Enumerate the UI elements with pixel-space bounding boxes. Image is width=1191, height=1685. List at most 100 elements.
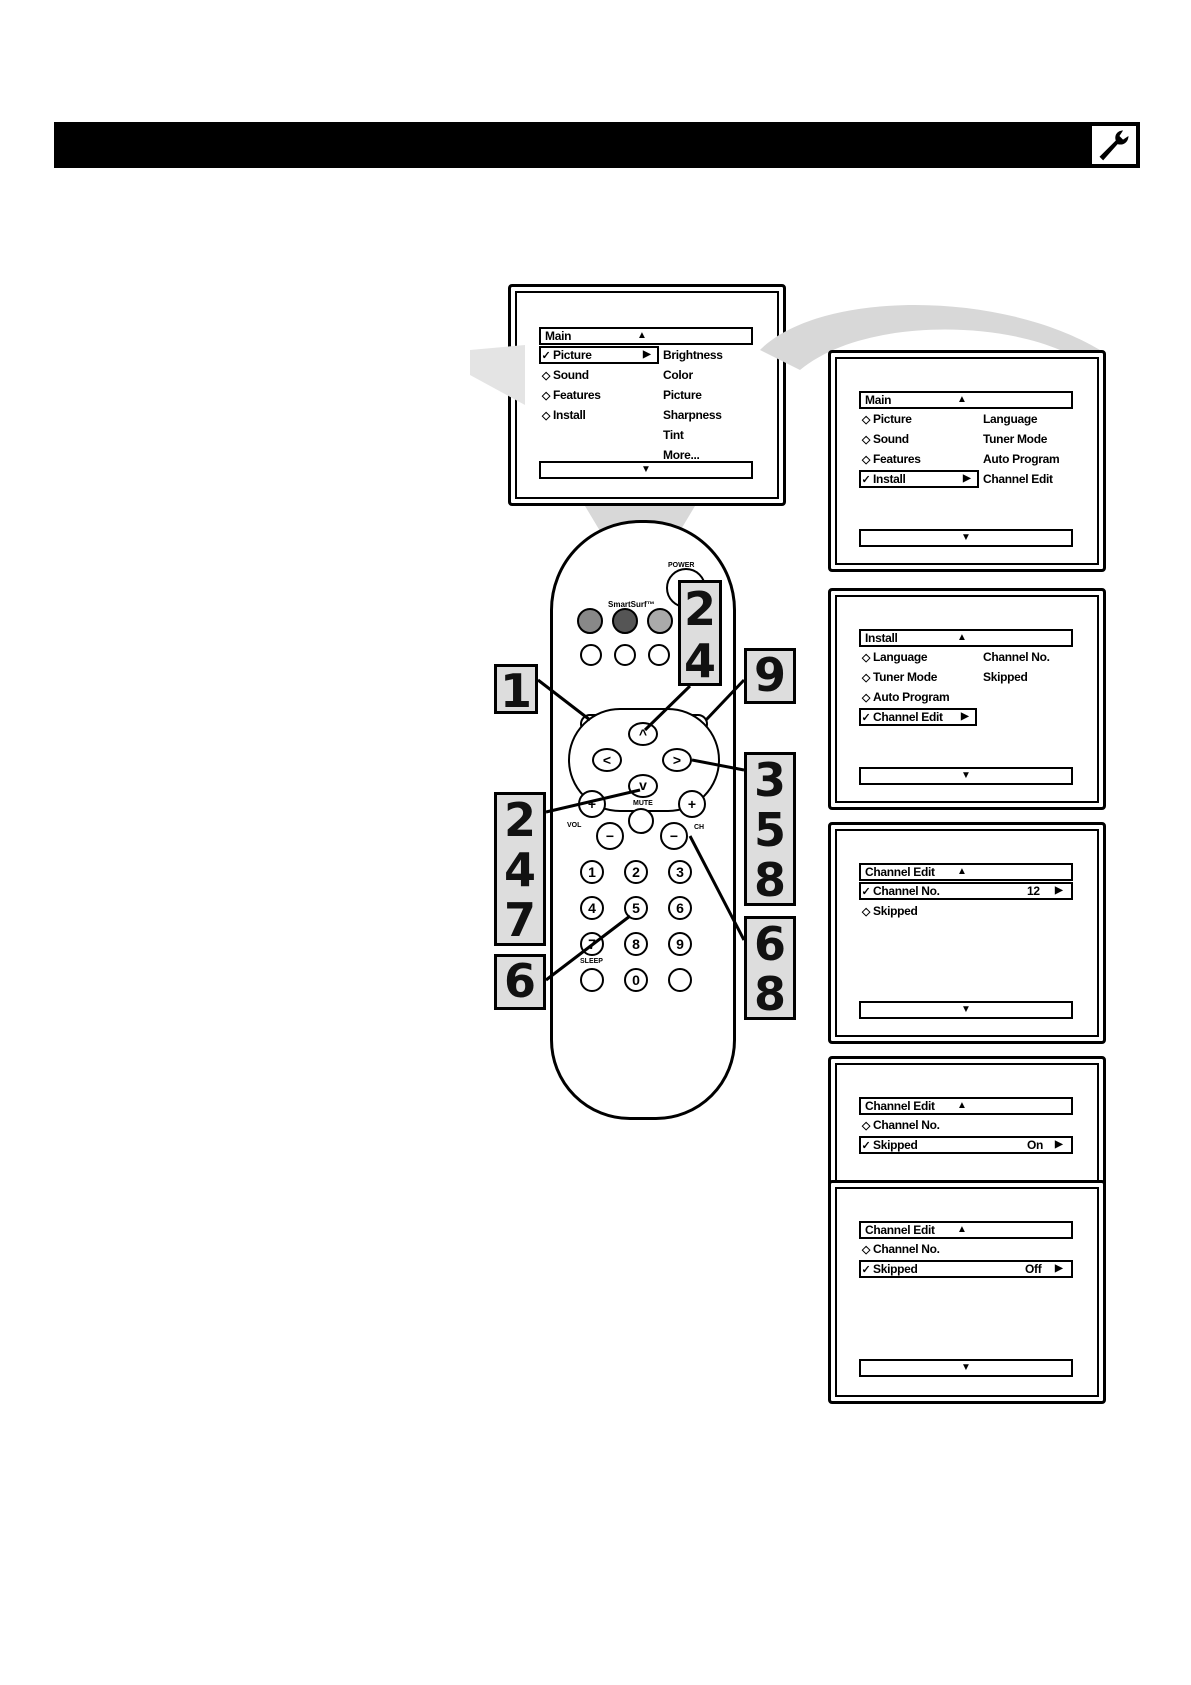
menu-item-tuner-mode[interactable]: ◇Tuner Mode Skipped	[859, 667, 1075, 687]
menu-title: Channel Edit	[865, 1099, 935, 1113]
diamond-icon: ◇	[861, 692, 871, 704]
right-arrow-icon: ▶	[963, 473, 971, 484]
up-arrow-icon: ▲	[637, 330, 647, 341]
diamond-icon: ◇	[861, 906, 871, 918]
submenu-item-tint: Tint	[663, 428, 684, 442]
digit-3-button[interactable]: 3	[668, 860, 692, 884]
digit-2-button[interactable]: 2	[624, 860, 648, 884]
sleep-label: SLEEP	[580, 958, 603, 965]
cursor-right-button[interactable]: >	[662, 748, 692, 772]
menu-item-install[interactable]: ◇Install Sharpness	[539, 405, 755, 425]
diamond-icon: ◇	[861, 454, 871, 466]
vol-label: VOL	[567, 822, 582, 829]
digit-8-button[interactable]: 8	[624, 932, 648, 956]
digit-1-button[interactable]: 1	[580, 860, 604, 884]
diamond-icon: ◇	[861, 652, 871, 664]
right-arrow-icon: ▶	[1055, 1139, 1063, 1150]
diamond-icon: ◇	[861, 434, 871, 446]
up-arrow-icon: ▲	[957, 394, 967, 405]
diamond-icon: ◇	[541, 410, 551, 422]
cursor-up-button[interactable]: ^	[628, 722, 658, 746]
digit-9-button[interactable]: 9	[668, 932, 692, 956]
smartsurf-label: SmartSurf™	[608, 600, 655, 609]
up-arrow-icon: ▲	[957, 1100, 967, 1111]
diamond-icon: ◇	[541, 370, 551, 382]
vol-down-button[interactable]: −	[596, 822, 624, 850]
sleep-button[interactable]	[580, 968, 604, 992]
diamond-icon: ◇	[541, 390, 551, 402]
ch-up-button[interactable]: +	[678, 790, 706, 818]
cursor-down-button[interactable]: v	[628, 774, 658, 798]
menu-item-channel-no[interactable]: ◇Channel No.	[859, 1239, 1075, 1259]
menu-item-language[interactable]: ◇Language Channel No.	[859, 647, 1075, 667]
digit-6-button[interactable]: 6	[668, 896, 692, 920]
right-arrow-icon: ▶	[1055, 885, 1063, 896]
power-label: POWER	[668, 562, 695, 569]
check-icon: ✓	[861, 886, 871, 898]
smartsurf-left-button[interactable]	[580, 644, 602, 666]
scroll-down-bar: ▼	[859, 767, 1073, 785]
smartsurf-mid-button[interactable]	[614, 644, 636, 666]
menu-title: Install	[865, 631, 898, 645]
digit-5-button[interactable]: 5	[624, 896, 648, 920]
osd-screen-skipped-off: Channel Edit ▲ ◇Channel No. ✓Skipped Off…	[828, 1180, 1106, 1404]
mute-button[interactable]	[628, 808, 654, 834]
mute-label: MUTE	[633, 800, 653, 807]
osd-screen-channel-edit-number: Channel Edit ▲ ✓Channel No. 12 ▶ ◇Skippe…	[828, 822, 1106, 1044]
menu-title-bar: Channel Edit ▲	[859, 863, 1073, 881]
menu-item-features[interactable]: ◇Features Auto Program	[859, 449, 1075, 469]
ah-button[interactable]	[668, 968, 692, 992]
scroll-down-bar: ▼	[859, 1359, 1073, 1377]
digit-0-button[interactable]: 0	[624, 968, 648, 992]
menu-item-skipped[interactable]: ✓Skipped Off ▶	[859, 1259, 1075, 1279]
scroll-down-bar: ▼	[859, 529, 1073, 547]
menu-title-bar: Channel Edit ▲	[859, 1221, 1073, 1239]
menu-item-skipped[interactable]: ✓Skipped On ▶	[859, 1135, 1075, 1155]
check-icon: ✓	[861, 1140, 871, 1152]
diamond-icon: ◇	[861, 1120, 871, 1132]
menu-item-features[interactable]: ◇Features Picture	[539, 385, 755, 405]
smartsurf-right-button[interactable]	[648, 644, 670, 666]
step-1: 1	[494, 664, 538, 715]
smartsurf-yellow-button[interactable]	[647, 608, 673, 634]
ch-label: CH	[694, 824, 705, 831]
check-icon: ✓	[861, 474, 871, 486]
diamond-icon: ◇	[861, 414, 871, 426]
step-9: 9	[744, 648, 796, 704]
up-arrow-icon: ▲	[957, 632, 967, 643]
check-icon: ✓	[861, 712, 871, 724]
menu-item-sound[interactable]: ◇Sound Tuner Mode	[859, 429, 1075, 449]
menu-item-channel-no[interactable]: ✓Channel No. 12 ▶	[859, 881, 1075, 901]
menu-item-auto-program[interactable]: ◇Auto Program	[859, 687, 1075, 707]
smartsurf-red-button[interactable]	[577, 608, 603, 634]
menu-item-skipped[interactable]: ◇Skipped	[859, 901, 1075, 921]
diamond-icon: ◇	[861, 672, 871, 684]
skipped-value: Off	[1025, 1262, 1042, 1276]
menu-item-picture[interactable]: ◇Picture Language	[859, 409, 1075, 429]
smartsurf-green-button[interactable]	[612, 608, 638, 634]
menu-title-bar: Channel Edit ▲	[859, 1097, 1073, 1115]
digit-4-button[interactable]: 4	[580, 896, 604, 920]
menu-item-channel-edit[interactable]: ✓Channel Edit ▶	[859, 707, 1075, 727]
menu-title-bar: Install ▲	[859, 629, 1073, 647]
menu-item-install[interactable]: ✓Install ▶ Channel Edit	[859, 469, 1075, 489]
scroll-down-bar: ▼	[539, 461, 753, 479]
osd-screen-install: Install ▲ ◇Language Channel No. ◇Tuner M…	[828, 588, 1106, 810]
menu-item-picture[interactable]: ✓Picture ▶ Brightness	[539, 345, 755, 365]
cursor-left-button[interactable]: <	[592, 748, 622, 772]
right-arrow-icon: ▶	[1055, 1263, 1063, 1274]
down-arrow-icon: ▼	[961, 1004, 971, 1015]
menu-item-channel-no[interactable]: ◇Channel No.	[859, 1115, 1075, 1135]
osd-screen-main-install: Main ▲ ◇Picture Language ◇Sound Tuner Mo…	[828, 350, 1106, 572]
wrench-icon	[1090, 124, 1138, 166]
down-arrow-icon: ▼	[641, 464, 651, 475]
up-arrow-icon: ▲	[957, 866, 967, 877]
menu-item-sound[interactable]: ◇Sound Color	[539, 365, 755, 385]
ch-down-button[interactable]: −	[660, 822, 688, 850]
channel-number-value: 12	[1027, 884, 1040, 898]
